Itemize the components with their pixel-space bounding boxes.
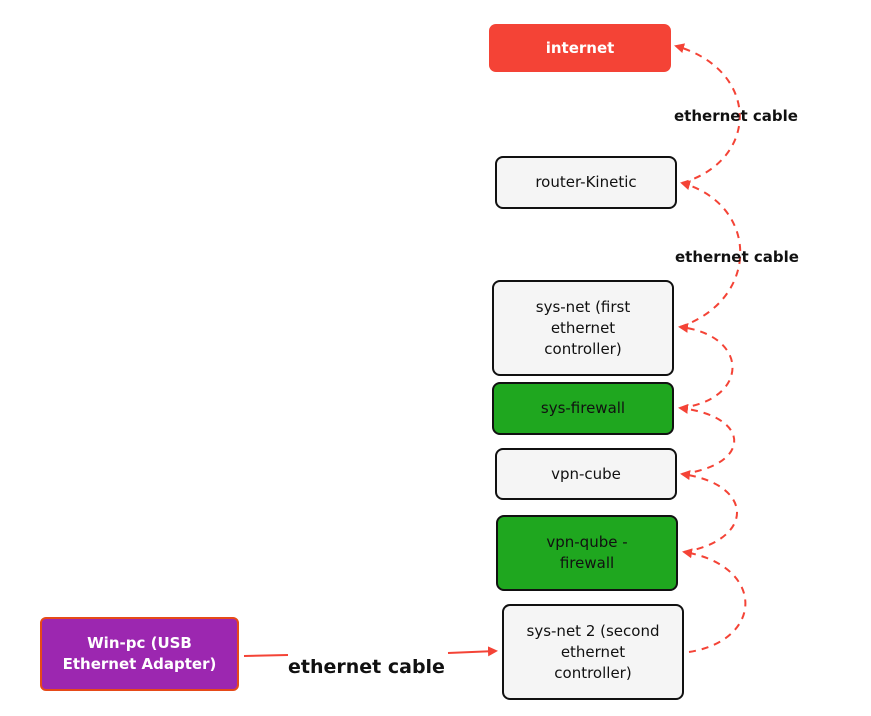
sys-net-2-node: sys-net 2 (second ethernet controller) [502, 604, 684, 700]
edge-sysnet-to-router [679, 180, 742, 328]
win-pc-label: Win-pc (USB Ethernet Adapter) [62, 634, 217, 673]
sys-net-label: sys-net (first ethernet controller) [535, 297, 631, 358]
edge-label-winpc-sysnet2: ethernet cable [288, 656, 445, 678]
router-label: router-Kinetic [535, 173, 637, 191]
internet-label: internet [545, 38, 615, 57]
edge-winpc-to-sysnet2 [243, 651, 496, 656]
vpn-qube-firewall-label: vpn-qube - firewall [546, 533, 628, 572]
edge-label-router-sysnet: ethernet cable [675, 248, 799, 266]
vpn-cube-node: vpn-cube [495, 448, 677, 500]
edge-sysnet2-to-vpnqube [682, 548, 747, 653]
vpn-qube-firewall-node: vpn-qube - firewall [496, 515, 678, 591]
edge-label-internet-router: ethernet cable [674, 107, 798, 125]
vpn-cube-label: vpn-cube [551, 464, 621, 483]
edge-vpncube-to-sysfirewall [678, 403, 736, 475]
edge-router-to-internet [674, 43, 741, 184]
win-pc-node: Win-pc (USB Ethernet Adapter) [40, 617, 239, 691]
sys-net-node: sys-net (first ethernet controller) [492, 280, 674, 376]
edge-sysfirewall-to-sysnet [678, 322, 734, 409]
sys-net-2-label: sys-net 2 (second ethernet controller) [526, 621, 660, 682]
internet-node: internet [489, 24, 671, 72]
sys-firewall-label: sys-firewall [540, 399, 626, 417]
edge-vpnqube-to-vpncube [680, 470, 738, 553]
sys-firewall-node: sys-firewall [492, 382, 674, 435]
router-node: router-Kinetic [495, 156, 677, 209]
